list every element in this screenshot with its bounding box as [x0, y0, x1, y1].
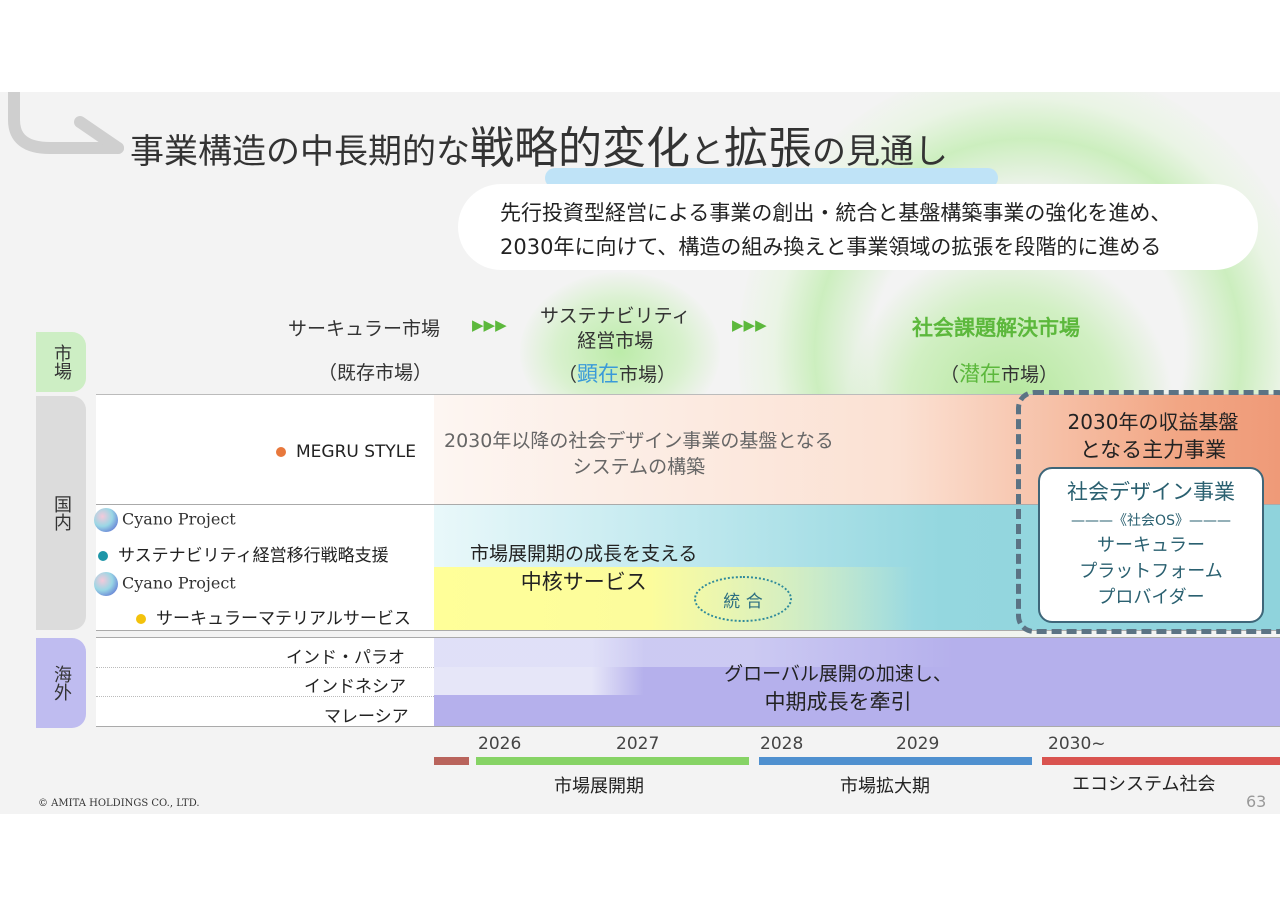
year-2027: 2027 — [616, 734, 660, 754]
year-2030: 2030~ — [1048, 734, 1106, 754]
market-circular: サーキュラー市場 — [288, 318, 441, 340]
label-india: インド・パラオ — [286, 648, 405, 668]
divider-1 — [96, 394, 1280, 395]
market-sustain: サステナビリティ 経営市場 — [540, 305, 691, 352]
phase-expansion: 市場展開期 — [554, 776, 644, 797]
page-number: 63 — [1246, 792, 1267, 811]
social-design-title: 社会デザイン事業 — [1067, 480, 1235, 504]
bullet-yellow — [136, 614, 146, 624]
divider-overseas-bottom — [96, 726, 1280, 727]
bullet-orange — [276, 447, 286, 457]
social-design-box: 社会デザイン事業 ———《社会OS》——— サーキュラー プラットフォーム プロ… — [1038, 467, 1264, 623]
label-malaysia: マレーシア — [324, 707, 409, 727]
divider-overseas-top — [96, 637, 1280, 638]
market-social: 社会課題解決市場 — [912, 316, 1080, 340]
market-arrows-1: ▶▶▶ — [472, 316, 507, 334]
market-circular-sub: （既存市場） — [318, 362, 433, 384]
market-sustain-sub: （顕在市場） — [558, 362, 677, 386]
subtitle-box — [458, 184, 1258, 270]
band-overseas-text: グローバル展開の加速し、 中期成長を牽引 — [724, 663, 952, 714]
timeline-bar-start — [434, 757, 469, 765]
divider-2 — [96, 504, 1280, 505]
logo-cyano-2: Cyano Project — [94, 572, 236, 596]
phase-growth: 市場拡大期 — [840, 776, 930, 797]
market-social-sub: （潜在市場） — [940, 362, 1059, 386]
timeline-bar-growth — [759, 757, 1032, 765]
market-arrows-2: ▶▶▶ — [732, 316, 767, 334]
label-circular-material: サーキュラーマテリアルサービス — [136, 604, 411, 629]
cyano-logo-icon — [94, 572, 118, 596]
band-cyano-yellow — [434, 567, 914, 630]
divider-overseas-2 — [96, 696, 434, 697]
timeline-bar-ecosystem — [1042, 757, 1280, 765]
page-title: 事業構造の中長期的な戦略的変化と拡張の見通し — [130, 123, 948, 174]
corner-arrow-icon — [7, 92, 124, 154]
title-underline — [545, 168, 998, 188]
band-overseas-light-2 — [434, 638, 954, 667]
divider-overseas-1 — [96, 667, 434, 668]
label-indonesia: インドネシア — [304, 677, 406, 697]
merge-ellipse: 統 合 — [694, 576, 792, 622]
year-2029: 2029 — [896, 734, 940, 754]
band-cyano-text: 市場展開期の成長を支える 中核サービス — [470, 543, 698, 594]
sidebar-overseas: 海外 — [36, 638, 86, 728]
divider-3 — [96, 630, 1280, 631]
label-megru: MEGRU STYLE — [276, 442, 416, 462]
copyright: © AMITA HOLDINGS CO., LTD. — [38, 798, 200, 809]
year-2026: 2026 — [478, 734, 522, 754]
phase-ecosystem: エコシステム社会 — [1072, 774, 1216, 795]
future-label: 2030年の収益基盤 となる主力事業 — [1067, 410, 1239, 462]
social-os-label: ———《社会OS》——— — [1071, 513, 1231, 529]
band-megru-text: 2030年以降の社会デザイン事業の基盤となる システムの構築 — [444, 430, 834, 478]
year-2028: 2028 — [760, 734, 804, 754]
label-sustain-support: サステナビリティ経営移行戦略支援 — [98, 541, 389, 566]
bullet-teal — [98, 551, 108, 561]
logo-cyano-1: Cyano Project — [94, 508, 236, 532]
sidebar-domestic: 国内 — [36, 396, 86, 630]
sidebar-market: 市場 — [36, 332, 86, 392]
subtitle: 先行投資型経営による事業の創出・統合と基盤構築事業の強化を進め、 2030年に向… — [500, 201, 1172, 259]
future-dashed-frame — [1016, 390, 1280, 634]
cyano-logo-icon — [94, 508, 118, 532]
slide: 事業構造の中長期的な戦略的変化と拡張の見通し 先行投資型経営による事業の創出・統… — [0, 92, 1280, 814]
timeline-bar-expansion — [476, 757, 749, 765]
